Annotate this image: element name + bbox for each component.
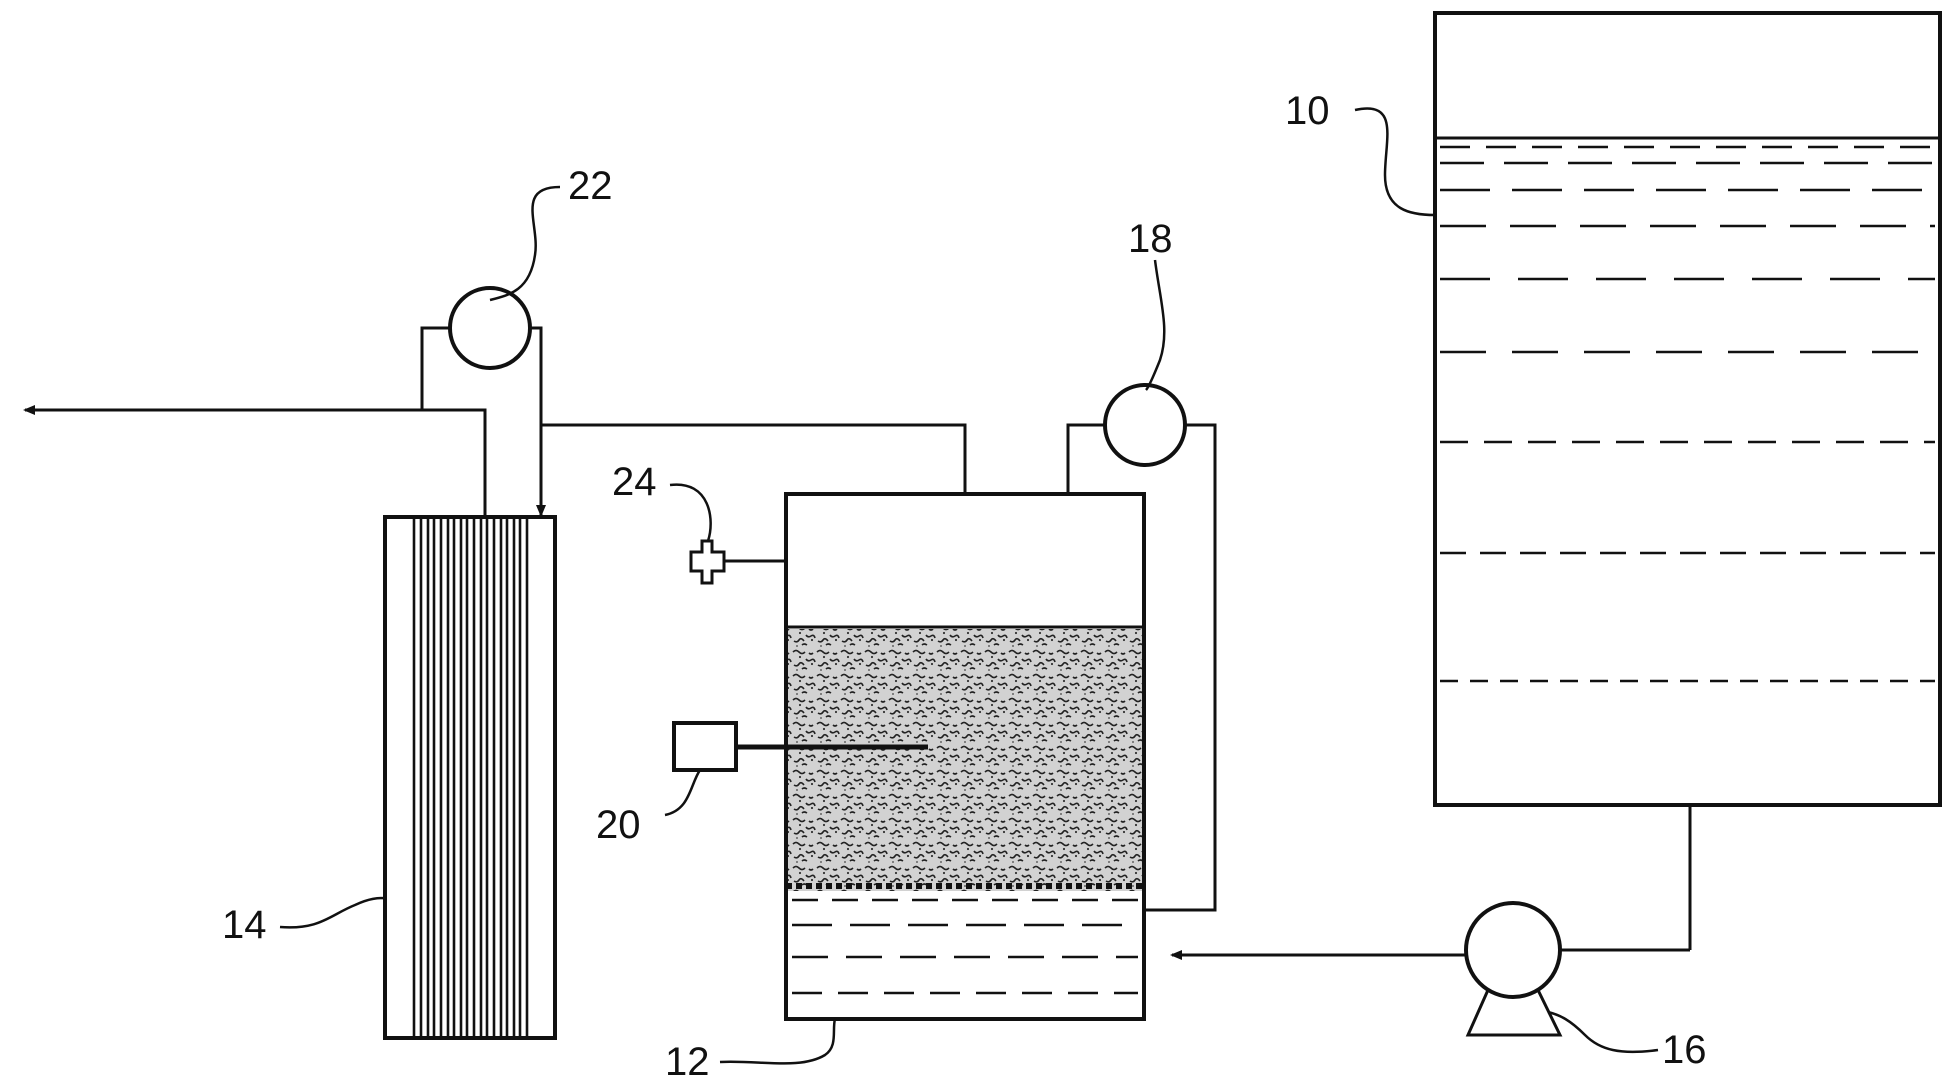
filter-module-14 (23, 405, 557, 1040)
leader-14 (279, 896, 386, 929)
controller-20 (672, 721, 928, 772)
label-22: 22 (568, 164, 613, 208)
label-18: 18 (1128, 217, 1173, 261)
label-14: 14 (222, 903, 267, 947)
leader-24 (669, 483, 712, 542)
pump-22-body (448, 286, 532, 370)
tank-liquid-dashes (1440, 145, 1935, 683)
label-10: 10 (1285, 89, 1330, 133)
leader-lines (279, 107, 1659, 1065)
reactor-media-bed (786, 629, 1144, 891)
permeate-outlet-arrow (23, 405, 487, 517)
pump-16-body (1464, 901, 1562, 999)
leader-22 (489, 185, 561, 302)
leader-16 (1547, 1010, 1659, 1054)
pump-16 (1170, 805, 1692, 1037)
filter-inlet-arrow (536, 423, 967, 517)
label-12: 12 (665, 1040, 710, 1083)
port-24 (689, 539, 786, 585)
reactor-12 (784, 492, 1146, 1021)
pump-18-loop (1066, 383, 1217, 912)
pump-22-loop (420, 286, 967, 517)
label-20: 20 (596, 803, 641, 847)
leader-20 (664, 769, 702, 817)
pump-18-body (1103, 383, 1187, 467)
filter-membrane-fibers (412, 519, 529, 1036)
leader-12 (719, 1018, 837, 1065)
label-16: 16 (1662, 1028, 1707, 1072)
storage-tank-10 (1433, 11, 1942, 807)
label-24: 24 (612, 460, 657, 504)
leader-10 (1354, 107, 1436, 217)
reference-labels: 10 22 18 24 20 14 12 16 (222, 89, 1707, 1083)
reactor-liquid-dashes (792, 898, 1138, 995)
leader-18 (1145, 259, 1166, 391)
